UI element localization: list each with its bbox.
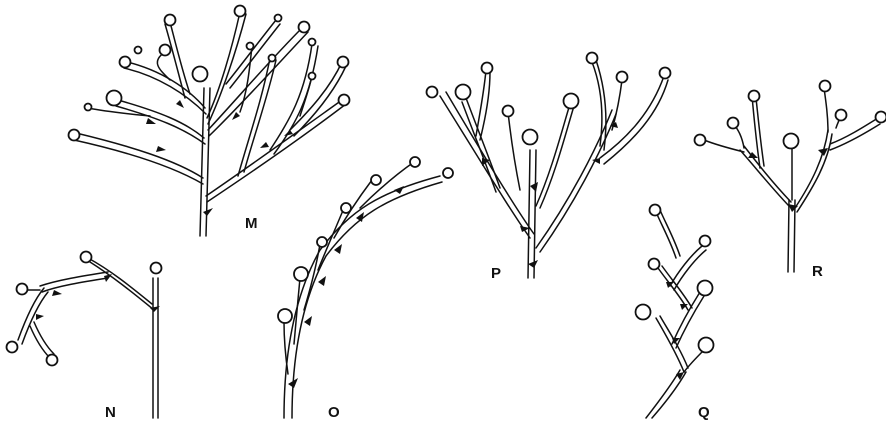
panel-label-o: O (328, 404, 340, 421)
panel-n-drawing (7, 252, 162, 419)
panel-label-n: N (105, 404, 116, 421)
panel-m-drawing (69, 6, 350, 237)
panel-label-p: P (491, 265, 501, 282)
panel-label-m: M (245, 215, 258, 232)
panel-label-q: Q (698, 404, 710, 421)
panel-p-drawing (427, 53, 671, 279)
panel-q-drawing (636, 205, 714, 419)
panel-label-r: R (812, 263, 823, 280)
panel-r-drawing (695, 81, 886, 273)
panel-o-drawing (278, 157, 453, 418)
